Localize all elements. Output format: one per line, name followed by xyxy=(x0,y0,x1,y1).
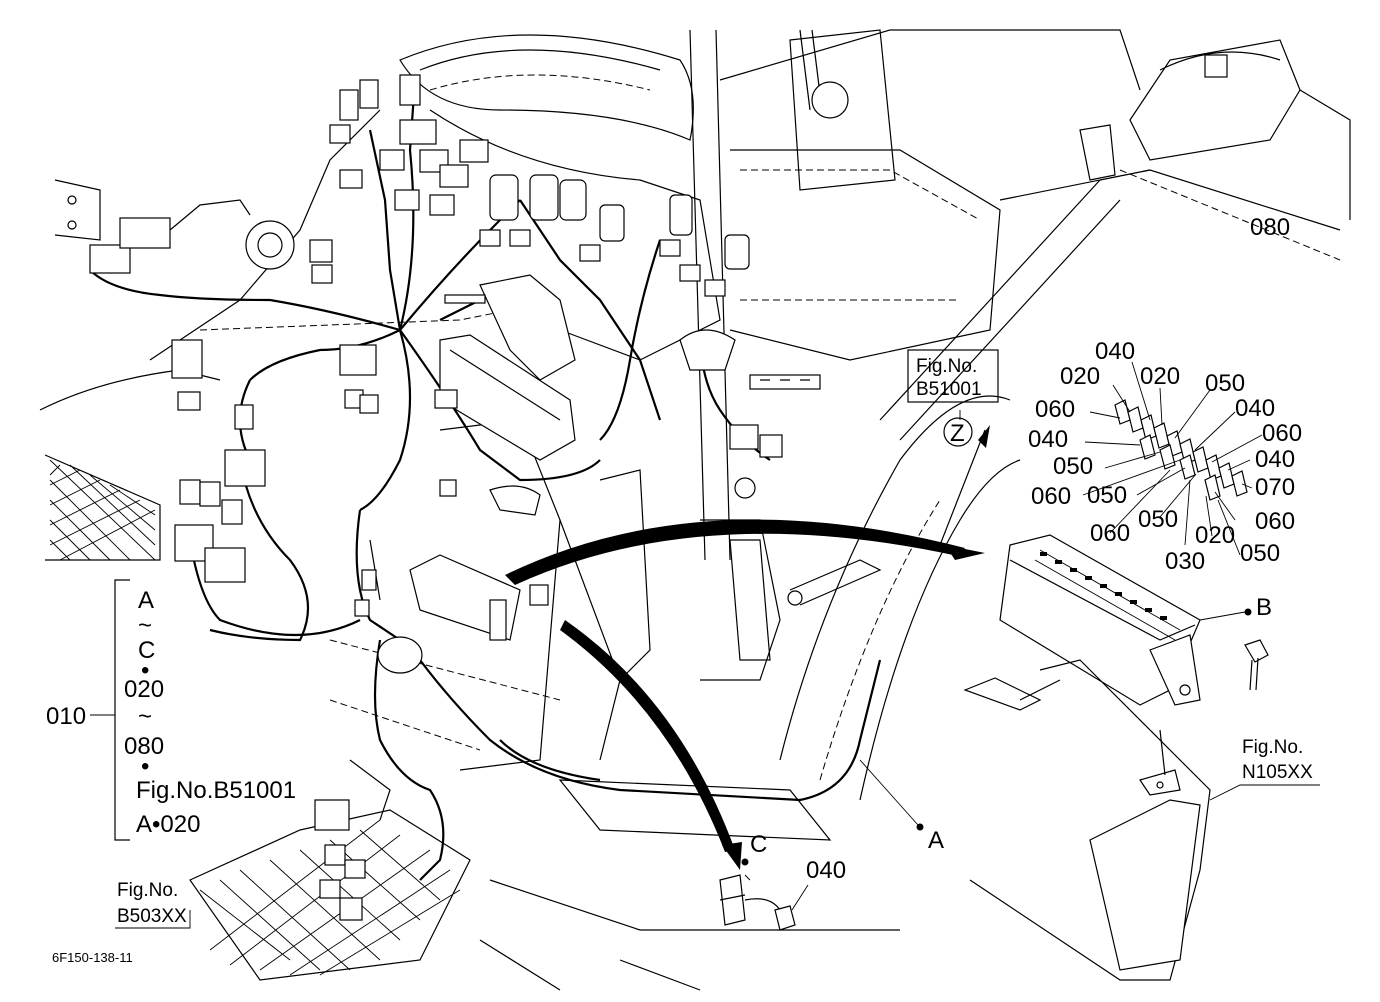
fuse-label-11: 060 xyxy=(1031,483,1071,510)
label-fig-b51001-2: B51001 xyxy=(916,379,982,400)
fuse-label-2: 020 xyxy=(1060,363,1100,390)
fuse-box xyxy=(963,534,1269,981)
fuse-label-16: 020 xyxy=(1195,522,1235,549)
harness-wires xyxy=(89,79,882,881)
fuse-label-14: 060 xyxy=(1255,508,1295,535)
connector-left-end xyxy=(89,244,131,274)
fuse-label-6: 040 xyxy=(1235,395,1275,422)
fuse-label-9: 050 xyxy=(1053,453,1093,480)
fuse-label-3: 020 xyxy=(1140,363,1180,390)
round-socket xyxy=(245,220,295,270)
fuse-label-19: 050 xyxy=(1240,540,1280,567)
cab-structure xyxy=(39,29,1351,991)
harness-components xyxy=(89,29,896,921)
bracket-line-6: ~ xyxy=(138,703,152,730)
fuse-leaders xyxy=(1082,361,1263,556)
bolt xyxy=(1244,639,1269,663)
grommet xyxy=(377,636,423,674)
relay-a xyxy=(224,449,266,487)
arrows xyxy=(505,425,990,870)
relay-c xyxy=(204,547,246,583)
exploded-fuses xyxy=(1114,399,1248,501)
labels: 080 Fig.No. B51001 Z 040 020 020 050 060… xyxy=(46,214,1313,965)
bracket-010 xyxy=(114,579,130,841)
fuse-slots xyxy=(1040,552,1167,620)
label-fig-n105xx-2: N105XX xyxy=(1242,762,1313,783)
label-c: C xyxy=(750,831,767,858)
fuse-label-12: 050 xyxy=(1087,482,1127,509)
fuse-label-10: 040 xyxy=(1255,446,1295,473)
label-b: B xyxy=(1256,594,1272,621)
bracket-line-9: Fig.No.B51001 xyxy=(136,777,296,804)
actuator-motor xyxy=(479,274,576,381)
bracket-line-4: • xyxy=(141,657,149,684)
bracket-line-3: C xyxy=(138,637,155,664)
bracket-line-1: A xyxy=(138,587,154,614)
relay-left-top xyxy=(171,339,203,379)
label-z: Z xyxy=(950,420,965,447)
label-fig-b51001-1: Fig.No. xyxy=(916,356,977,377)
label-010: 010 xyxy=(46,703,86,730)
bracket-line-8: • xyxy=(141,753,149,780)
sensor-right xyxy=(679,329,736,371)
fuse-label-17: 060 xyxy=(1090,520,1130,547)
drawing-id: 6F150-138-11 xyxy=(52,950,133,965)
bracket-line-7: 080 xyxy=(124,733,164,760)
fig-b51001-box xyxy=(907,349,999,403)
fuse-label-4: 050 xyxy=(1205,370,1245,397)
fuse-label-13: 070 xyxy=(1255,474,1295,501)
fuse-holder-c xyxy=(719,874,809,931)
fuse-label-1: 040 xyxy=(1095,338,1135,365)
bracket-line-2: ~ xyxy=(138,612,152,639)
fuse-label-15: 050 xyxy=(1138,506,1178,533)
label-a: A xyxy=(928,827,944,854)
label-fig-b503xx-1: Fig.No. xyxy=(117,880,178,901)
view-z-circle xyxy=(943,417,973,447)
callout-leaders xyxy=(90,410,1320,929)
bracket-line-5: 020 xyxy=(124,676,164,703)
fuse-label-8: 060 xyxy=(1262,420,1302,447)
label-fig-n105xx-1: Fig.No. xyxy=(1242,737,1303,758)
label-080: 080 xyxy=(1250,214,1290,241)
label-040-bottom: 040 xyxy=(806,857,846,884)
connector-left-plug xyxy=(119,217,171,249)
fuse-label-18: 030 xyxy=(1165,548,1205,575)
fuse-label-5: 060 xyxy=(1035,396,1075,423)
label-fig-b503xx-2: B503XX xyxy=(117,906,187,927)
fuse-label-7: 040 xyxy=(1028,426,1068,453)
bracket-line-10: A•020 xyxy=(136,811,200,838)
